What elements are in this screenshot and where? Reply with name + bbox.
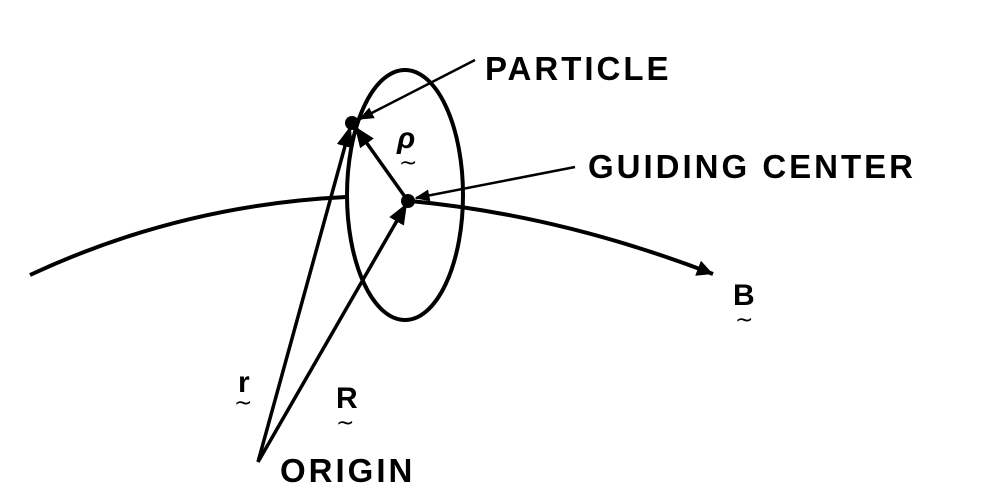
particle-dot bbox=[345, 116, 359, 130]
R-symbol: R bbox=[336, 382, 358, 415]
R-vector bbox=[256, 203, 408, 463]
origin-label: ORIGIN bbox=[280, 452, 415, 489]
field-line-right bbox=[409, 199, 714, 276]
field-tilde: ~ bbox=[735, 308, 753, 333]
R-tilde: ~ bbox=[336, 411, 354, 436]
r-symbol: r bbox=[238, 366, 250, 399]
r-vector bbox=[256, 125, 354, 463]
guiding-center-pointer bbox=[414, 165, 576, 202]
guiding-center-label: GUIDING CENTER bbox=[588, 148, 916, 185]
particle-pointer bbox=[358, 58, 476, 121]
rho-symbol: ρ bbox=[396, 122, 415, 155]
gyro-orbit bbox=[345, 68, 465, 322]
guiding-center-dot bbox=[401, 194, 415, 208]
rho-tilde: ~ bbox=[399, 151, 417, 176]
field-line-left bbox=[29, 195, 347, 277]
particle-label: PARTICLE bbox=[485, 50, 672, 87]
r-tilde: ~ bbox=[234, 391, 252, 416]
rho-vector bbox=[354, 126, 410, 203]
field-symbol: B bbox=[733, 279, 755, 312]
